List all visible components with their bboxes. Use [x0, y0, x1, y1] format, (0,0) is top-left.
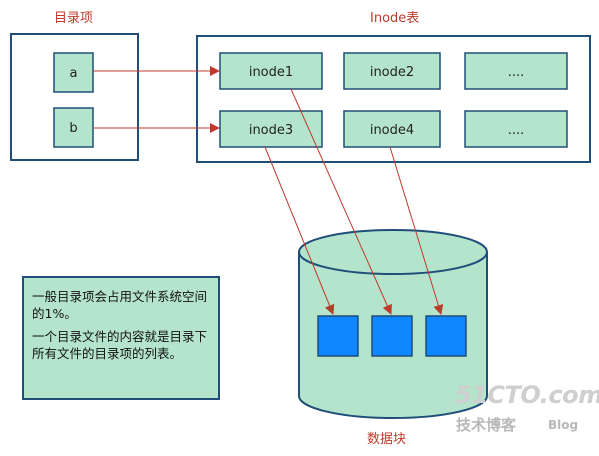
- arrow-inode1-to-block2: [290, 88, 392, 315]
- inode-more-bottom-box: [464, 110, 568, 148]
- watermark-sub: 技术博客: [456, 416, 517, 434]
- inode4-label: inode4: [370, 123, 414, 138]
- note-line-1: 一般目录项会占用文件系统空间的1%。: [32, 289, 208, 321]
- dir-entry-a: a: [70, 66, 78, 81]
- inode-more-top-label: ....: [508, 65, 525, 80]
- directory-title: 目录项: [54, 11, 93, 26]
- inode2-label: inode2: [370, 65, 414, 80]
- data-block-2: [371, 315, 413, 357]
- dir-entry-b: b: [69, 121, 77, 136]
- inode3-label: inode3: [249, 123, 293, 138]
- data-block-3: [425, 315, 467, 357]
- arrow-inode3-to-block1: [264, 146, 335, 315]
- watermark-blog: Blog: [548, 418, 579, 432]
- data-block-1: [317, 315, 359, 357]
- inode3-box: [219, 110, 323, 148]
- inode-more-top-box: [464, 52, 568, 90]
- inode2-box: [343, 52, 441, 90]
- inode1-label: inode1: [249, 65, 293, 80]
- dir-entry-a-box: [53, 52, 94, 93]
- arrow-inode4-to-block3: [389, 146, 444, 315]
- data-block-title: 数据块: [367, 432, 406, 447]
- inode-more-bottom-label: ....: [508, 123, 525, 138]
- watermark-main: 51CTO.com: [455, 381, 599, 409]
- inode-table-title: Inode表: [370, 11, 419, 26]
- inode1-box: [219, 52, 323, 90]
- note-box: 一般目录项会占用文件系统空间的1%。 一个目录文件的内容就是目录下所有文件的目录…: [22, 276, 220, 400]
- note-line-2: 一个目录文件的内容就是目录下所有文件的目录项的列表。: [32, 329, 208, 361]
- inode4-box: [343, 110, 441, 148]
